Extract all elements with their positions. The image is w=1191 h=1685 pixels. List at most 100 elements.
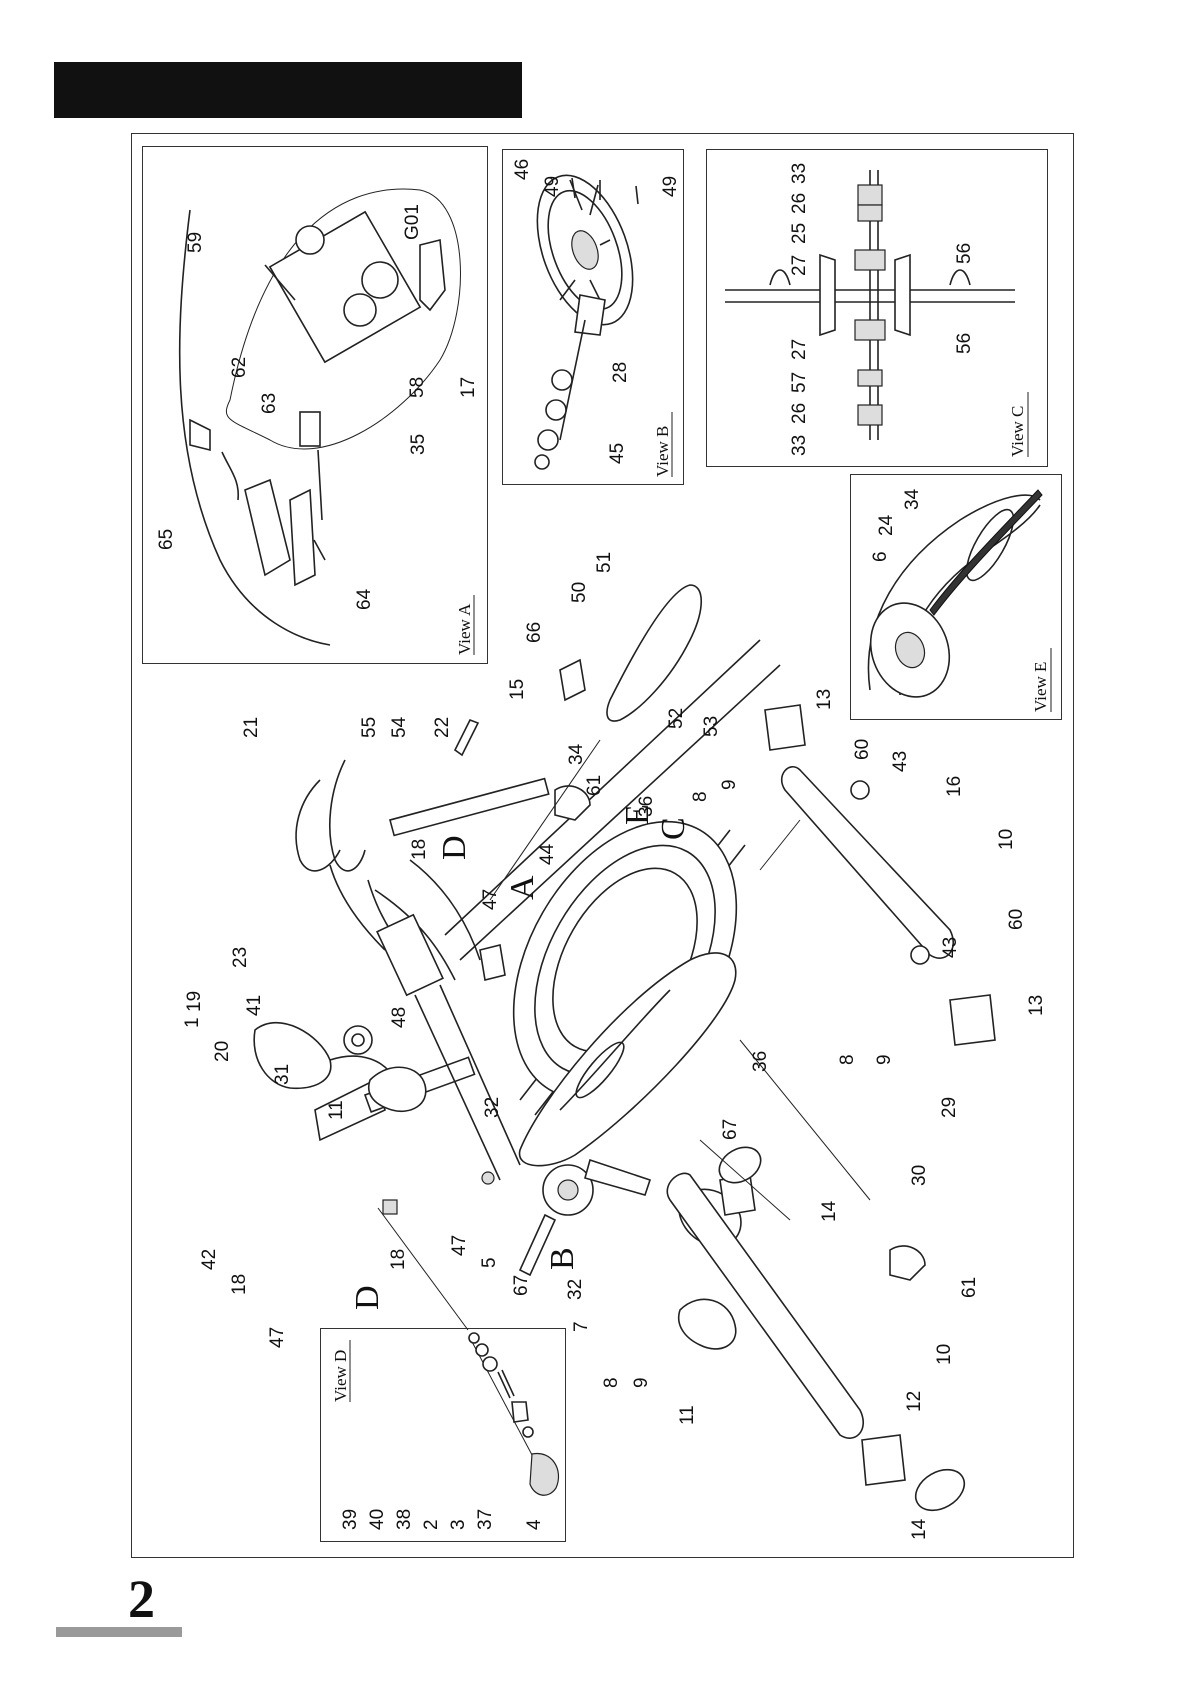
view-e-panel (850, 474, 1062, 720)
view-c-caption: View C (1008, 406, 1027, 457)
part-label: 67 (511, 1275, 532, 1296)
part-label: 41 (244, 995, 265, 1016)
part-label: 54 (389, 716, 410, 738)
part-label: 8 (690, 791, 711, 802)
part-label: 67 (720, 1119, 741, 1140)
part-label: 1 (182, 1017, 203, 1028)
view-c-label: 25 (789, 223, 810, 244)
part-label: 22 (432, 717, 453, 738)
main-assembly-drawing (253, 584, 996, 1512)
part-label: 15 (507, 679, 528, 700)
part-label: 42 (199, 1249, 220, 1270)
view-a-panel (142, 146, 488, 664)
part-label: 13 (814, 689, 835, 710)
view-a-label: 62 (229, 357, 250, 378)
exploded-diagram-frame (131, 133, 1074, 1558)
section-letter-a: A (504, 875, 541, 900)
part-label: 5 (479, 1257, 500, 1268)
part-label: 14 (819, 1200, 840, 1222)
view-a-label: G01 (402, 204, 423, 240)
view-a-label: 65 (156, 529, 177, 550)
view-d-label: 4 (524, 1519, 545, 1530)
view-d-label: 40 (367, 1509, 388, 1530)
part-label: 55 (359, 717, 380, 738)
part-label: 66 (524, 622, 545, 643)
part-label: 10 (996, 829, 1017, 850)
view-c-label: 26 (789, 193, 810, 214)
part-label: 43 (940, 937, 961, 958)
view-a-drawing (178, 188, 461, 646)
view-d-drawing (468, 1332, 560, 1496)
part-label: 11 (326, 1100, 347, 1120)
part-label: 47 (480, 889, 501, 910)
part-label: 20 (212, 1041, 233, 1062)
view-b-label: 28 (610, 362, 631, 383)
part-label: 50 (569, 582, 590, 603)
view-a-label: 58 (407, 377, 428, 398)
view-b-drawing (534, 174, 639, 470)
part-label: 9 (631, 1377, 652, 1388)
part-label: 7 (571, 1321, 592, 1332)
view-a-label: 64 (354, 588, 375, 610)
part-label: 32 (482, 1097, 503, 1118)
view-a-label: 59 (185, 232, 206, 253)
part-label: 47 (267, 1327, 288, 1348)
view-b-label: 46 (512, 159, 533, 180)
part-label: 29 (939, 1097, 960, 1118)
part-label: 14 (909, 1518, 930, 1540)
view-e-drawing (867, 489, 1043, 698)
view-d-caption: View D (331, 1350, 350, 1402)
view-c-panel (706, 149, 1048, 467)
view-c-label: 56 (954, 333, 975, 354)
section-letter-c: C (655, 817, 692, 840)
view-c-label: 56 (954, 243, 975, 264)
part-label: 19 (184, 991, 205, 1012)
view-b-label: 45 (607, 443, 628, 464)
part-label: 32 (565, 1279, 586, 1300)
part-label: 12 (904, 1391, 925, 1412)
part-label: 16 (944, 776, 965, 797)
view-e-label: 24 (876, 514, 897, 536)
view-c-label: 57 (789, 372, 810, 393)
part-label: 36 (636, 796, 657, 817)
view-d-label: 38 (394, 1509, 415, 1530)
part-label: 9 (719, 779, 740, 790)
part-label: 18 (229, 1274, 250, 1295)
view-c-label: 26 (789, 403, 810, 424)
view-d-label: 37 (475, 1509, 496, 1530)
part-label: 60 (852, 739, 873, 760)
view-d-panel (320, 1328, 566, 1542)
view-d-label: 2 (421, 1519, 442, 1530)
part-label: 47 (449, 1235, 470, 1256)
page-number: 2 (128, 1569, 155, 1629)
view-a-label: 35 (408, 434, 429, 455)
part-label: 61 (584, 775, 605, 796)
view-e-caption: View E (1031, 662, 1050, 712)
view-c-label: 33 (789, 163, 810, 184)
part-label: 53 (701, 716, 722, 737)
header-bar (54, 62, 522, 118)
part-label: 11 (677, 1405, 698, 1425)
part-label: 30 (909, 1165, 930, 1186)
view-c-drawing (725, 170, 1015, 440)
section-letter-e: E (619, 804, 656, 825)
part-label: 18 (409, 839, 430, 860)
view-d-label: 3 (448, 1519, 469, 1530)
view-c-label: 27 (789, 255, 810, 276)
view-c-label: 27 (789, 339, 810, 360)
view-b-caption: View B (653, 426, 672, 477)
part-label: 9 (874, 1054, 895, 1065)
part-label: 43 (890, 751, 911, 772)
part-label: 10 (934, 1344, 955, 1365)
page-number-rule (56, 1627, 182, 1637)
part-label: 61 (959, 1277, 980, 1298)
view-e-label: 6 (870, 551, 891, 562)
view-d-label: 39 (340, 1509, 361, 1530)
part-label: 13 (1026, 995, 1047, 1016)
part-label: 51 (594, 552, 615, 573)
view-e-label: 34 (902, 488, 923, 510)
part-label: 36 (750, 1051, 771, 1072)
view-c-label: 33 (789, 435, 810, 456)
part-label: 34 (566, 743, 587, 765)
